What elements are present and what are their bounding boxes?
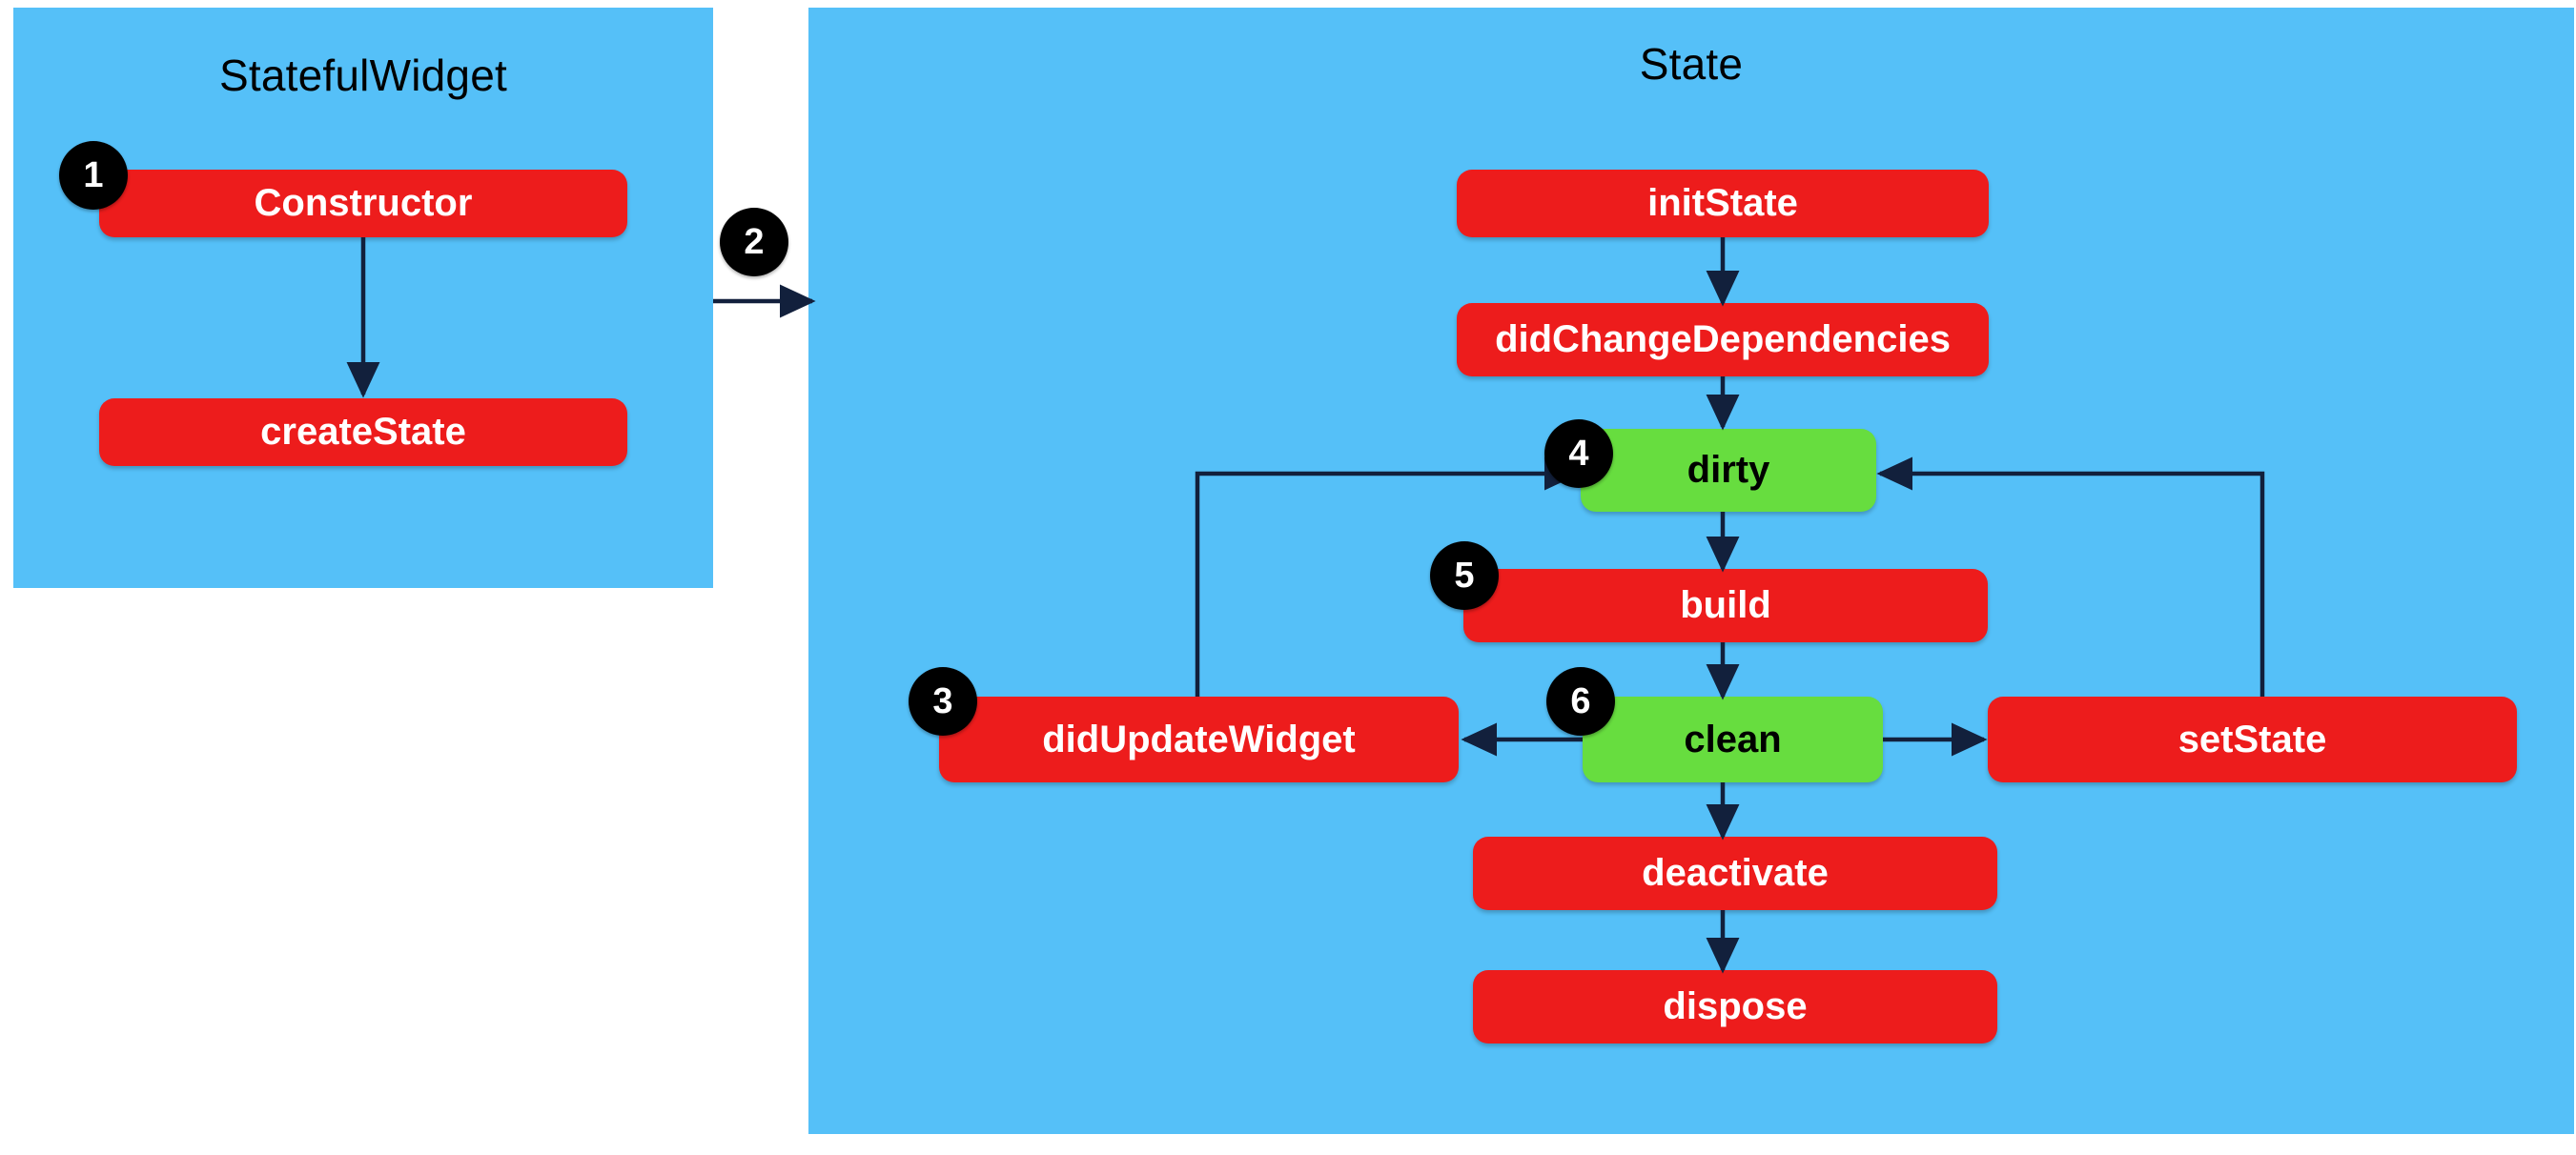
badge-step-4: 4 <box>1544 419 1613 488</box>
node-dirty[interactable]: dirty <box>1581 429 1876 512</box>
panel-title-state: State <box>1639 39 1744 89</box>
node-clean[interactable]: clean <box>1583 697 1883 782</box>
node-didupdatewidget[interactable]: didUpdateWidget <box>939 697 1459 782</box>
panel-title-stateful-widget: StatefulWidget <box>219 51 507 100</box>
badge-step-2: 2 <box>720 208 788 276</box>
node-initstate[interactable]: initState <box>1457 170 1989 237</box>
node-build[interactable]: build <box>1463 569 1988 642</box>
panel-stateful-widget: StatefulWidget <box>13 8 713 588</box>
node-constructor[interactable]: Constructor <box>99 170 627 237</box>
node-dispose[interactable]: dispose <box>1473 970 1997 1044</box>
badge-step-6: 6 <box>1546 667 1615 736</box>
node-setstate[interactable]: setState <box>1988 697 2517 782</box>
node-createstate[interactable]: createState <box>99 398 627 466</box>
badge-step-1: 1 <box>59 141 128 210</box>
node-didchangedependencies[interactable]: didChangeDependencies <box>1457 303 1989 376</box>
badge-step-5: 5 <box>1430 541 1499 610</box>
node-deactivate[interactable]: deactivate <box>1473 837 1997 910</box>
badge-step-3: 3 <box>909 667 977 736</box>
